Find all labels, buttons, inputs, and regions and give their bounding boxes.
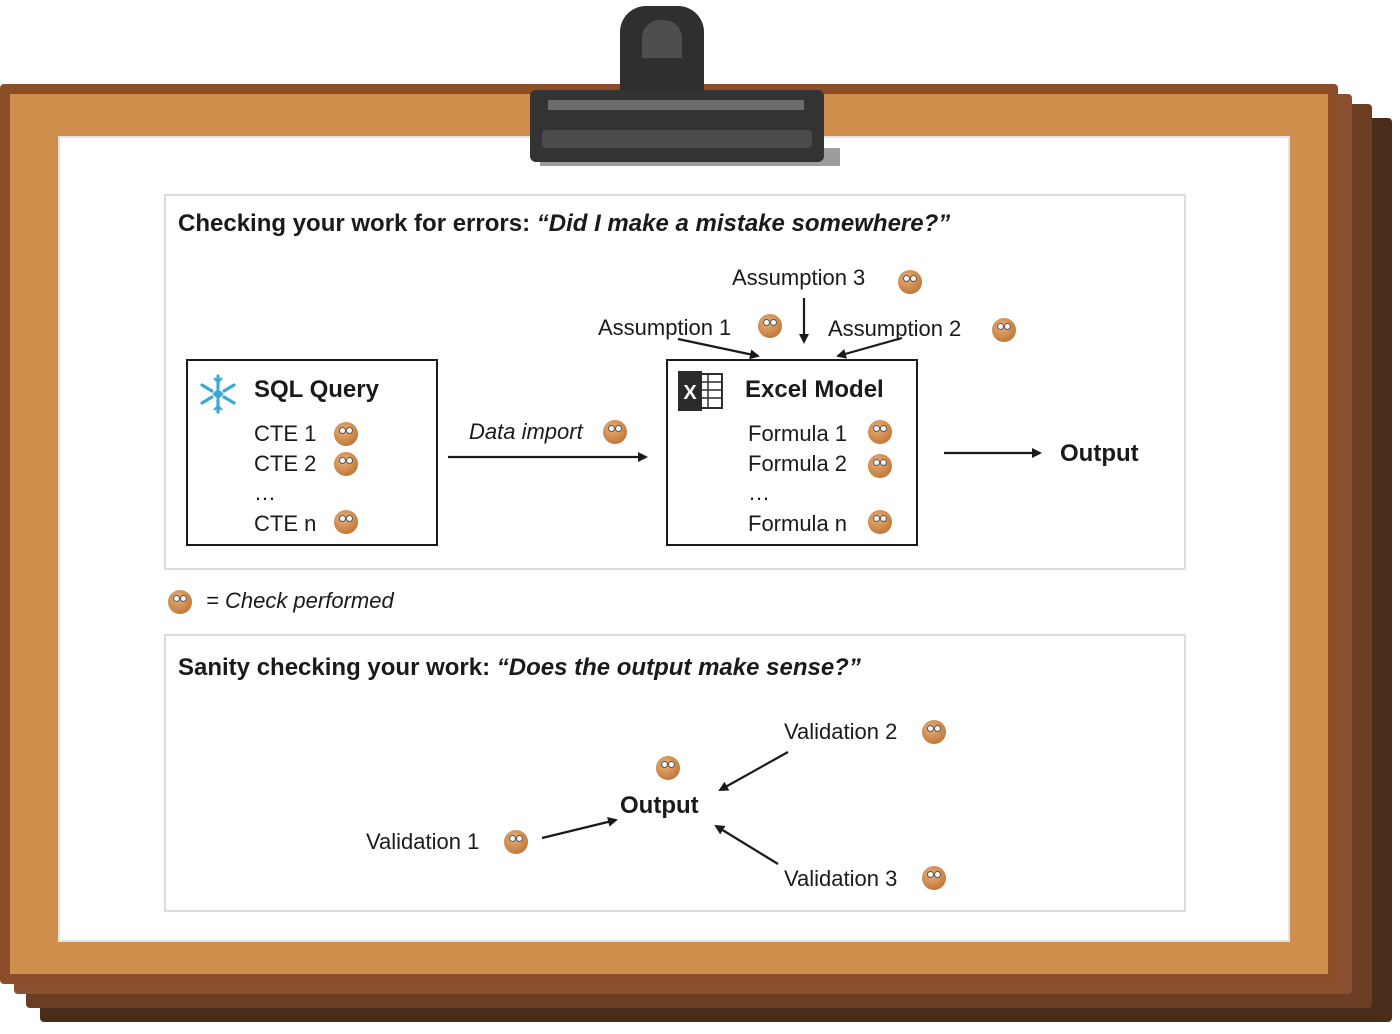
assumption-3-label: Assumption 3 (732, 265, 866, 290)
magnifier-face-icon (868, 420, 892, 444)
cte-item: CTE n (254, 511, 317, 536)
cte-item: CTE 1 (254, 421, 317, 446)
clipboard-clip-band (548, 100, 804, 110)
clipboard-clip-band (542, 130, 812, 148)
cte-item: CTE 2 (254, 451, 317, 476)
validation-2-arrow (718, 751, 789, 791)
validation-3-arrow (714, 824, 779, 865)
sanity-check-heading: Sanity checking your work: “Does the out… (178, 654, 861, 681)
magnifier-face-icon (898, 270, 922, 294)
error-check-heading: Checking your work for errors: “Did I ma… (178, 210, 951, 237)
data-import-label: Data import (469, 419, 583, 444)
legend-label: = Check performed (206, 588, 394, 613)
sql-query-title: SQL Query (254, 376, 379, 403)
formula-item: Formula n (748, 511, 848, 536)
validation-2-label: Validation 2 (784, 719, 898, 744)
excel-icon: X (678, 371, 723, 411)
magnifier-face-icon (334, 452, 358, 476)
validation-3-label: Validation 3 (784, 866, 898, 891)
clipboard-clip-hole (642, 20, 682, 58)
output-label: Output (620, 792, 699, 819)
magnifier-face-icon (334, 510, 358, 534)
validation-1-label: Validation 1 (366, 829, 480, 854)
validation-1-arrow (541, 817, 618, 840)
snowflake-icon (200, 374, 236, 414)
formula-item: Formula 2 (748, 451, 848, 476)
excel-model-title: Excel Model (745, 376, 884, 403)
magnifier-face-icon (603, 420, 627, 444)
magnifier-face-icon (334, 422, 358, 446)
output-label: Output (1060, 440, 1139, 467)
magnifier-face-icon (504, 830, 528, 854)
magnifier-face-icon (868, 454, 892, 478)
assumption-1-arrow (677, 337, 760, 360)
assumption-2-arrow (836, 336, 903, 359)
magnifier-face-icon (758, 314, 782, 338)
magnifier-face-icon (992, 318, 1016, 342)
magnifier-face-icon (656, 756, 680, 780)
magnifier-face-icon (868, 510, 892, 534)
formula-item: Formula 1 (748, 421, 848, 446)
magnifier-face-icon (922, 720, 946, 744)
formula-item: … (748, 480, 770, 505)
cte-item: … (254, 480, 276, 505)
assumption-1-label: Assumption 1 (598, 315, 732, 340)
svg-text:X: X (683, 382, 697, 404)
magnifier-face-icon (168, 590, 192, 614)
magnifier-face-icon (922, 866, 946, 890)
assumption-2-label: Assumption 2 (828, 316, 962, 341)
